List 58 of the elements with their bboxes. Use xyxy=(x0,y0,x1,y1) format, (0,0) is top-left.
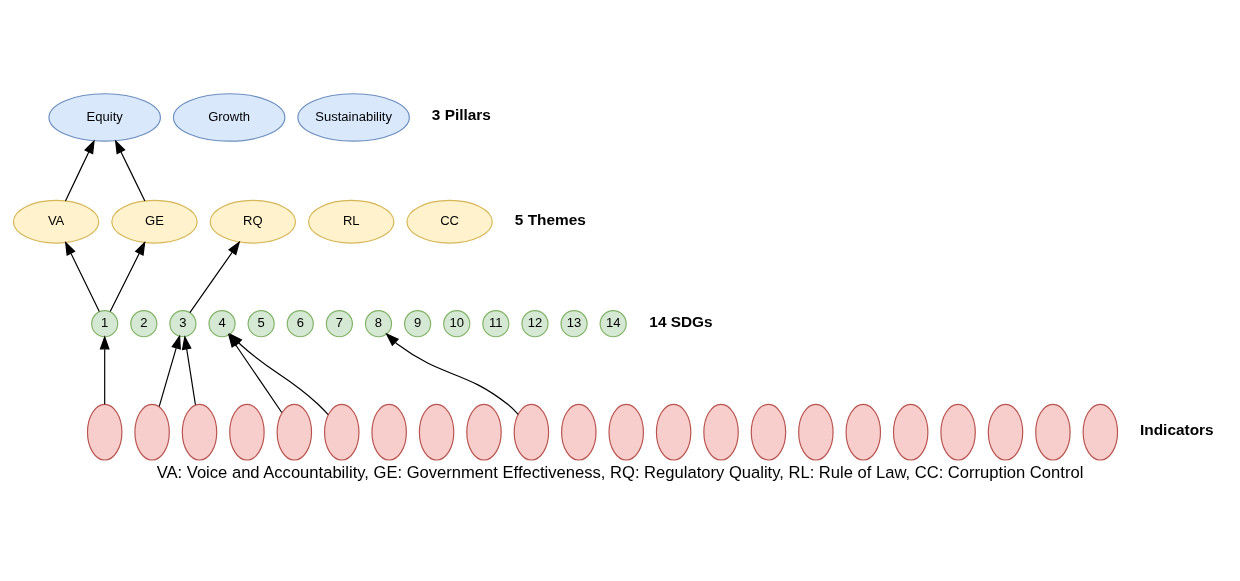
node-ellipse xyxy=(86,403,123,461)
node-ellipse xyxy=(1082,403,1119,461)
node-circle: 1 xyxy=(91,310,119,338)
caption: VA: Voice and Accountability, GE: Government Effectiveness, RQ: Regulatory Quality, RL: Rule of Law, CC: Corruption Control xyxy=(156,463,1084,483)
node-ellipse xyxy=(323,403,360,461)
node-ellipse xyxy=(561,403,597,461)
arrow xyxy=(158,334,181,407)
node-ellipse xyxy=(655,403,692,461)
arrow xyxy=(64,240,100,313)
node-ellipse xyxy=(513,403,550,461)
node-ellipse xyxy=(703,403,739,461)
node-ellipse: CC xyxy=(406,199,493,244)
node-circle: 6 xyxy=(286,310,314,338)
node-circle: 13 xyxy=(560,310,588,338)
node-circle: 4 xyxy=(208,310,236,338)
node-ellipse xyxy=(750,403,787,461)
node-ellipse: RQ xyxy=(209,199,297,244)
node-ellipse: VA xyxy=(12,199,100,244)
node-ellipse xyxy=(229,403,265,461)
arrow xyxy=(189,240,241,314)
node-ellipse xyxy=(892,403,929,461)
node-circle: 2 xyxy=(130,310,158,338)
node-circle: 5 xyxy=(247,310,275,338)
arrow xyxy=(114,139,146,202)
arrow xyxy=(64,139,95,202)
node-circle: 9 xyxy=(403,310,432,338)
arrow xyxy=(99,335,110,405)
node-ellipse xyxy=(608,403,644,461)
node-ellipse xyxy=(798,403,834,461)
node-ellipse xyxy=(134,403,170,461)
label: 14 SDGs xyxy=(649,312,713,330)
node-ellipse xyxy=(466,403,502,461)
node-circle: 8 xyxy=(364,310,393,338)
node-circle: 7 xyxy=(325,310,353,338)
label: Indicators xyxy=(1140,420,1214,438)
node-ellipse: RL xyxy=(307,199,395,244)
node-ellipse: Sustainability xyxy=(297,93,410,142)
node-ellipse xyxy=(1035,403,1071,461)
arrow xyxy=(385,332,519,415)
node-ellipse xyxy=(845,403,882,461)
node-ellipse xyxy=(181,403,218,461)
node-ellipse xyxy=(418,403,455,461)
node-ellipse: GE xyxy=(111,199,198,244)
node-ellipse xyxy=(940,403,976,461)
node-circle: 11 xyxy=(482,310,510,338)
node-ellipse: Growth xyxy=(172,93,286,142)
label: 3 Pillars xyxy=(431,106,491,124)
label: 5 Themes xyxy=(514,210,586,228)
arrow xyxy=(181,335,196,406)
node-ellipse xyxy=(987,403,1024,461)
node-ellipse: Equity xyxy=(48,93,161,142)
node-ellipse xyxy=(371,403,407,461)
node-circle: 14 xyxy=(599,310,627,338)
node-circle: 10 xyxy=(443,310,471,338)
node-circle: 12 xyxy=(521,310,549,338)
arrow xyxy=(109,240,146,313)
node-ellipse xyxy=(276,403,313,461)
node-circle: 3 xyxy=(169,310,197,338)
